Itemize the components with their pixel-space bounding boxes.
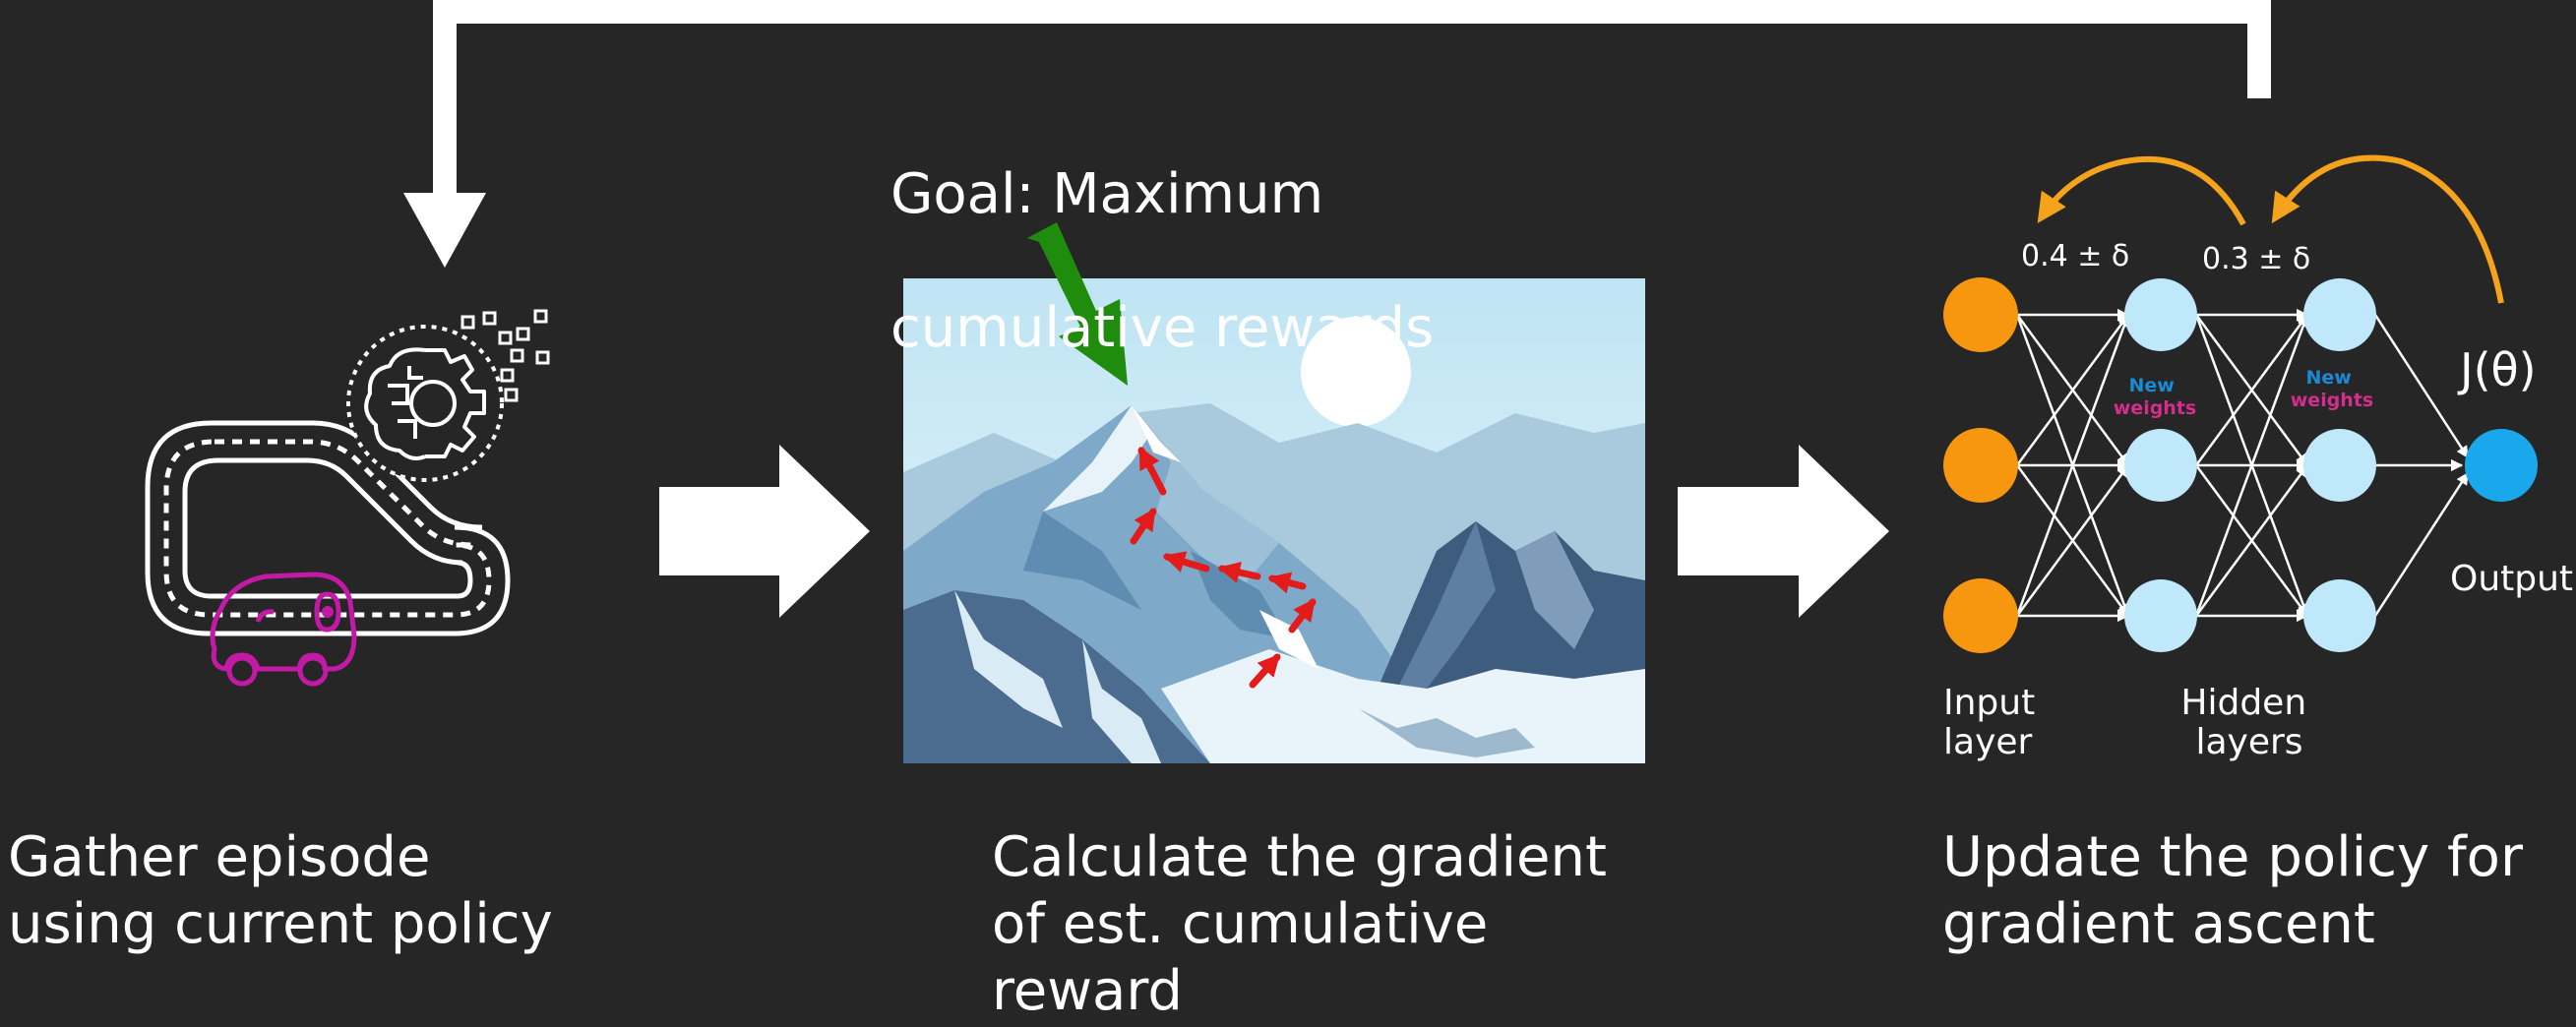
goal-line-2: cumulative rewards <box>890 296 1435 360</box>
weight-label-2: 0.3 ± δ <box>2202 242 2310 276</box>
new-weights-label-2: New weights <box>2291 367 2373 411</box>
hidden-node <box>2303 278 2376 351</box>
hidden-layer-2 <box>2303 278 2376 652</box>
update-arrows <box>2037 154 2504 304</box>
hidden-node <box>2124 278 2197 351</box>
hidden-node <box>2124 429 2197 502</box>
flow-arrow-1 <box>659 445 870 618</box>
input-node <box>1943 277 2018 352</box>
flow-arrow-2 <box>1678 445 1889 618</box>
output-node <box>2465 429 2538 502</box>
step-3-caption: Update the policy for gradient ascent <box>1942 825 2523 956</box>
input-node <box>1943 428 2018 503</box>
network-edges <box>2015 308 2470 623</box>
goal-arrow <box>1027 222 1128 386</box>
goal-line-1: Goal: Maximum <box>890 162 1324 226</box>
hidden-node <box>2124 579 2197 652</box>
hidden-node <box>2303 429 2376 502</box>
output-label: Output <box>2450 559 2573 599</box>
gradient-path-arrows <box>1130 447 1317 689</box>
new-weights-label-1: New weights <box>2114 375 2196 419</box>
mountain-image <box>903 278 1645 763</box>
feedback-loop-arrow <box>403 0 2271 268</box>
hidden-layers-label: Hidden layers <box>2180 683 2317 762</box>
input-node <box>1943 578 2018 653</box>
weights-word: weights <box>2291 390 2373 411</box>
weights-word: weights <box>2114 397 2196 419</box>
goal-label: Goal: Maximum cumulative rewards <box>890 94 1434 429</box>
weight-label-1: 0.4 ± δ <box>2021 239 2129 273</box>
hidden-node <box>2303 579 2376 652</box>
input-layer-label: Input layer <box>1943 683 2047 762</box>
step-2-caption: Calculate the gradient of est. cumulativ… <box>992 825 1607 1023</box>
objective-label: J(θ) <box>2457 343 2537 396</box>
input-layer <box>1943 277 2018 653</box>
brain-gear-icon <box>346 309 550 482</box>
hidden-layer-1 <box>2124 278 2197 652</box>
step-1-caption: Gather episode using current policy <box>8 825 553 956</box>
new-word: New <box>2306 367 2352 389</box>
race-track-icon <box>145 420 511 636</box>
car-icon <box>210 572 357 687</box>
new-word: New <box>2129 375 2175 396</box>
